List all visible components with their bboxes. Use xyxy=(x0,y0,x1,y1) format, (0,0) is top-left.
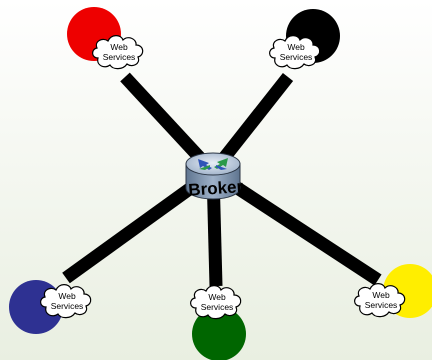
cloud-label-line1: Web xyxy=(58,291,76,301)
service-node-bottom-center xyxy=(192,307,246,360)
cloud-icon xyxy=(40,284,92,319)
cloud-top-left: Web Services xyxy=(92,35,144,70)
cloud-label-line2: Services xyxy=(365,300,398,310)
router-icon xyxy=(185,152,241,200)
cloud-label-line1: Web xyxy=(110,42,128,52)
cloud-label-line1: Web xyxy=(372,290,390,300)
cloud-top-right: Web Services xyxy=(269,35,321,70)
cloud-icon xyxy=(190,285,242,320)
broker-hub: Broker xyxy=(185,152,244,200)
cloud-icon xyxy=(269,35,321,70)
cloud-icon xyxy=(354,283,406,318)
cloud-label-line1: Web xyxy=(208,292,226,302)
cloud-bottom-center: Web Services xyxy=(190,285,242,320)
connector-bottom-right xyxy=(209,166,382,286)
cloud-bottom-left: Web Services xyxy=(40,284,92,319)
cloud-icon xyxy=(92,35,144,70)
cloud-bottom-right: Web Services xyxy=(354,283,406,318)
broker-label: Broker xyxy=(188,177,244,200)
cloud-label-line2: Services xyxy=(201,302,234,312)
cloud-label-line2: Services xyxy=(51,301,84,311)
cloud-label-line1: Web xyxy=(287,42,305,52)
cloud-label-line2: Services xyxy=(103,52,136,62)
cloud-label-line2: Services xyxy=(280,52,313,62)
